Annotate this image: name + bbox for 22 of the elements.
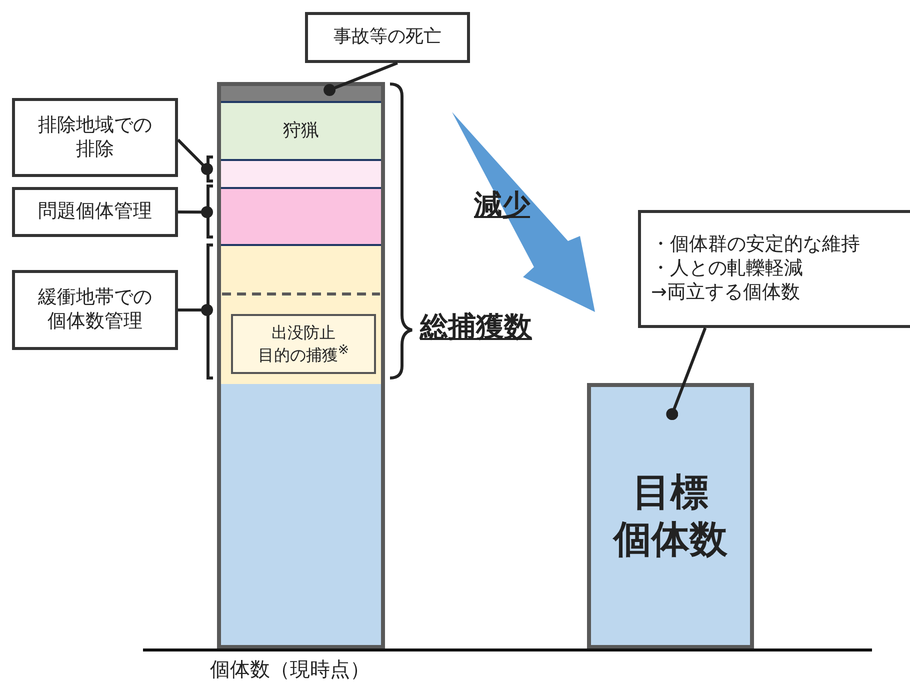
callout-box: ・個体群の安定的な維持 ・人との軋轢軽減 →両立する個体数 bbox=[638, 210, 910, 328]
leader-line bbox=[666, 327, 707, 420]
column-segment bbox=[221, 384, 381, 645]
callout-box: 排除地域での排除 bbox=[12, 98, 178, 177]
total-label: 総捕獲数 bbox=[420, 309, 532, 345]
inner-box: 出没防止 目的の捕獲$^{※}$ bbox=[231, 314, 376, 374]
callout-box: 緩衝地帯での個体数管理 bbox=[12, 270, 178, 350]
column-segment: 狩猟 bbox=[221, 101, 381, 159]
leader-line bbox=[178, 304, 213, 316]
stacked-column bbox=[217, 82, 385, 649]
callout-box: 問題個体管理 bbox=[12, 187, 178, 237]
leader-line bbox=[176, 138, 213, 175]
target-bar: 目標 個体数 bbox=[587, 383, 754, 649]
leader-line bbox=[324, 62, 398, 96]
trend-label: 減少 bbox=[474, 187, 530, 223]
column-segment bbox=[221, 244, 381, 384]
column-segment bbox=[221, 159, 381, 187]
column-segment bbox=[221, 86, 381, 101]
callout-box: 事故等の死亡 bbox=[305, 12, 470, 63]
column-segment bbox=[221, 187, 381, 244]
axis-label: 個体数（現時点） bbox=[210, 656, 370, 683]
leader-line bbox=[178, 206, 213, 218]
